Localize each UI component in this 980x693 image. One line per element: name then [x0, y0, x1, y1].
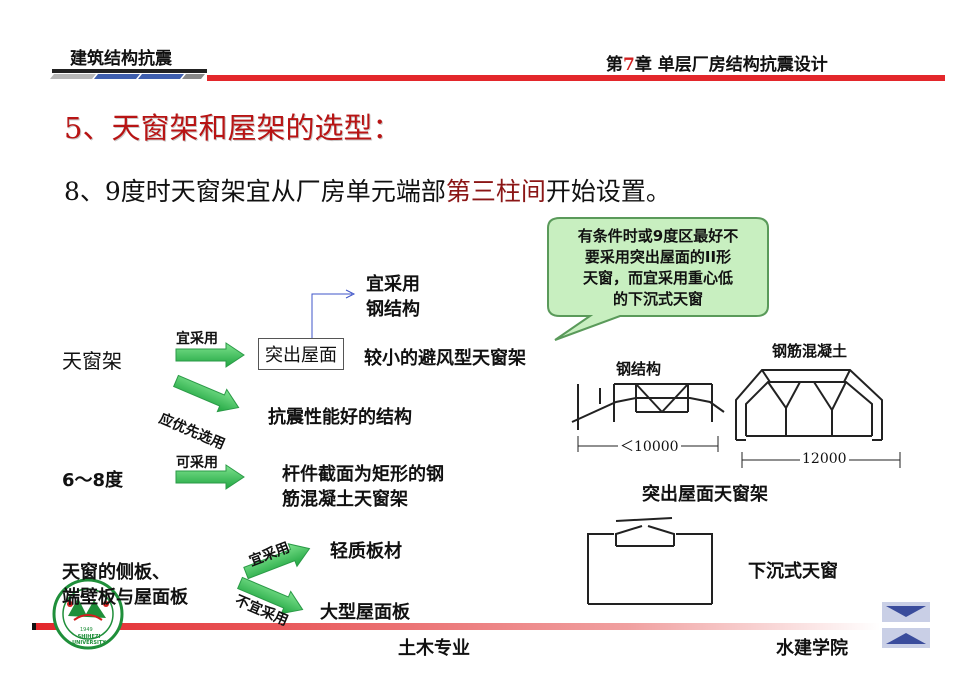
caption-xiachen: 下沉式天窗: [748, 561, 838, 582]
footer-center: 土木专业: [398, 638, 470, 659]
label-degree: 6～8度: [62, 470, 124, 491]
header-tab-2: [94, 74, 140, 79]
label-tianchuangjia: 天窗架: [62, 349, 122, 373]
header-chapter-title: 第7章 单层厂房结构抗震设计: [606, 55, 828, 75]
logo-year: 1949: [80, 627, 93, 633]
label-yicaiyong-1: 宜采用: [176, 331, 218, 347]
callout-text: 有条件时或9度区最好不 要采用突出屋面的II形 天窗，而宜采用重心低 的下沉式天…: [577, 227, 739, 308]
steel-frame-figure: [571, 383, 725, 430]
arrow-yingyouxian: [172, 374, 240, 413]
sunken-skylight-figure: [587, 517, 713, 605]
label-qingzhi: 轻质板材: [330, 541, 402, 562]
label-daxing: 大型屋面板: [320, 602, 410, 623]
label-kecaiyong: 可采用: [176, 455, 218, 471]
label-cheban: 天窗的侧板、 端壁板与屋面板: [62, 562, 188, 608]
figure-steel-label: 钢结构: [616, 360, 662, 378]
header-red-bar: [207, 75, 945, 81]
header-dark-bar: [52, 69, 207, 73]
arrow-buyicaiyong: [236, 576, 304, 615]
footer-ornament-2: [886, 606, 926, 617]
footer-red-bar: [36, 623, 880, 630]
section-title: 5、天窗架和屋架的选型：: [64, 111, 402, 145]
header-tab-3: [138, 74, 184, 79]
header-tab-4: [182, 74, 205, 79]
logo-text: SHIHEZI UNIVERSITY: [72, 634, 106, 646]
rc-frame-figure: [735, 369, 883, 441]
footer-bar-start: [32, 623, 36, 630]
pointer-line: [311, 293, 352, 338]
figure-rc-dim: 12000: [800, 451, 849, 467]
header-course-title: 建筑结构抗震: [70, 49, 172, 69]
label-yicaiyong-gangjiegou: 宜采用 钢结构: [366, 274, 420, 320]
arrow-yicaiyong-2: [243, 543, 311, 580]
arrow-yicaiyong-1: [175, 342, 245, 368]
footer-right: 水建学院: [776, 638, 848, 659]
figure-steel-dim: ＜10000: [618, 436, 681, 456]
label-jiaoxiao: 较小的避风型天窗架: [364, 348, 526, 369]
figure-rc-label: 钢筋混凝土: [772, 342, 848, 360]
footer-ornament-4: [886, 633, 926, 644]
subtitle-line: 8、9度时天窗架宜从厂房单元端部第三柱间开始设置。: [64, 177, 671, 206]
arrow-kecaiyong: [175, 464, 245, 490]
caption-tuchu: 突出屋面天窗架: [642, 484, 768, 505]
pointer-arrowhead: [345, 289, 356, 299]
box-tuchu-wumian: 突出屋面: [258, 338, 344, 370]
header-tab-1: [50, 74, 96, 79]
callout-bubble: [547, 217, 769, 341]
label-ganjian: 杆件截面为矩形的钢 筋混凝土天窗架: [282, 464, 444, 510]
label-kangzhen: 抗震性能好的结构: [268, 407, 412, 428]
university-logo: [52, 578, 124, 650]
